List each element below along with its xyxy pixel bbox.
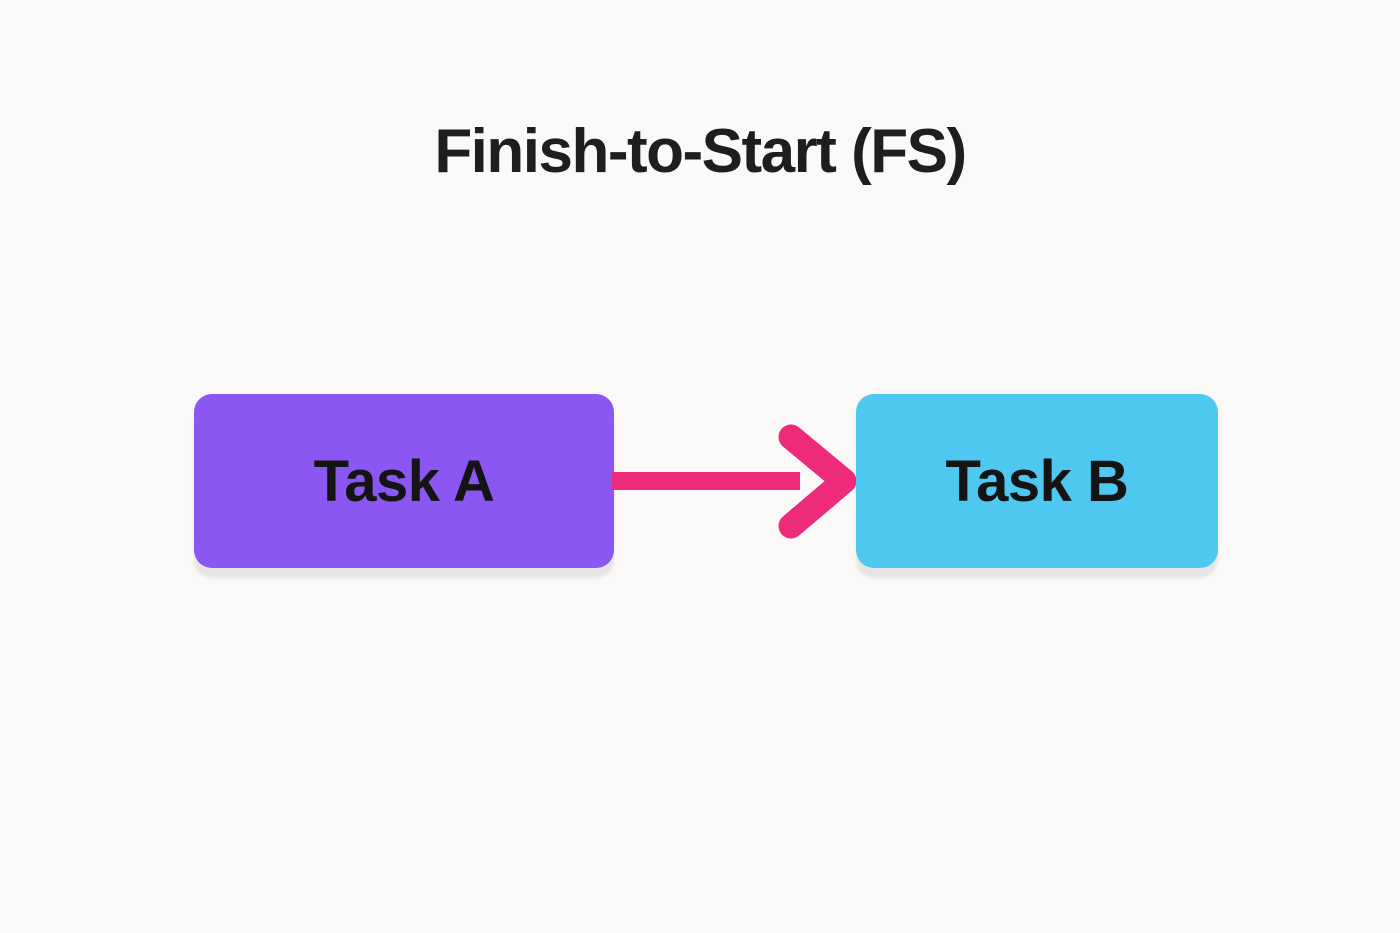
dependency-arrow [612, 424, 857, 539]
task-a-node: Task A [194, 394, 614, 568]
arrow-right-icon [778, 424, 857, 539]
task-b-label: Task B [945, 448, 1129, 514]
task-b-node: Task B [856, 394, 1218, 568]
task-a-label: Task A [313, 448, 495, 514]
diagram-title: Finish-to-Start (FS) [434, 117, 967, 186]
